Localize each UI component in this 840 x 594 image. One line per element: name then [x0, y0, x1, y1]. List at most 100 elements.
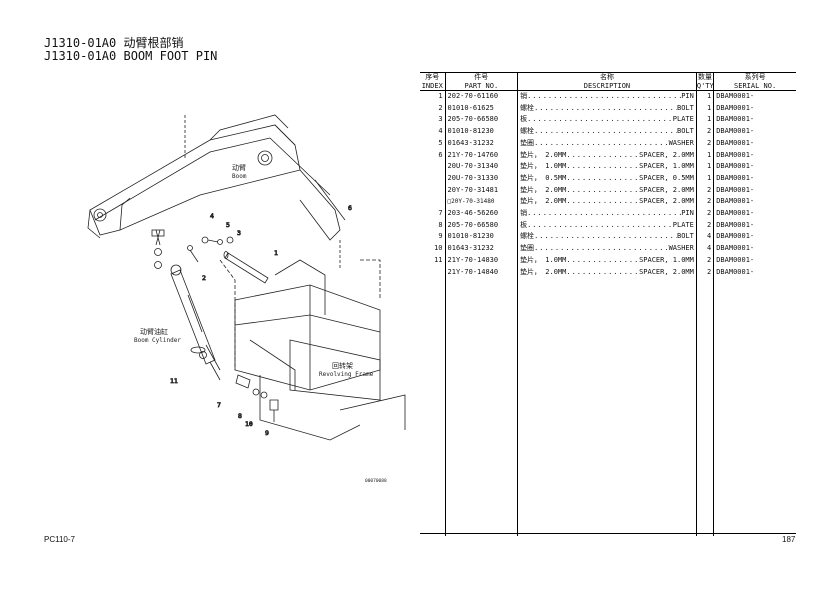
label-frame-en: Revolving Frame [319, 371, 374, 378]
row-description-en: SPACER, 2.0MM [639, 197, 694, 206]
callout-4: 4 [210, 212, 214, 220]
label-cylinder-cn: 动臂油缸 [140, 327, 168, 336]
row-description: 销 ......................................… [517, 208, 697, 220]
row-qty: 2 [696, 126, 715, 138]
row-serial: DBAM0001- [716, 244, 755, 253]
row-qty: 2 [696, 208, 715, 220]
row-description: 螺栓 .....................................… [517, 102, 697, 115]
row-index [420, 266, 446, 279]
bolt-group-upper [151, 229, 234, 269]
row-description: 销 ......................................… [517, 90, 697, 103]
row-description-cn: 螺栓 [520, 103, 535, 112]
row-description-en: SPACER, 1.0MM [639, 162, 694, 171]
row-index: 11 [420, 254, 446, 267]
footer-page-number: 187 [782, 535, 796, 544]
row-index: 6 [420, 149, 446, 162]
row-description-en: SPACER, 2.0MM [639, 150, 694, 159]
row-description-cn: 垫片， 1.0MM [520, 162, 567, 171]
pin-1-drawing [223, 251, 269, 284]
row-serial: DBAM0001- [716, 127, 755, 136]
callout-3: 3 [237, 229, 241, 237]
row-description: 垫片， 0.5MM ..............................… [517, 172, 697, 185]
row-description-en: SPACER, 0.5MM [639, 173, 694, 182]
row-description-en: SPACER, 1.0MM [639, 255, 694, 264]
row-description-cn: 垫片， 2.0MM [520, 197, 567, 206]
row-qty: 2 [696, 137, 715, 150]
row-description-en: PIN [681, 209, 694, 218]
row-description-en: WASHER [668, 138, 694, 147]
row-description-cn: 垫圈 [520, 138, 535, 147]
row-description-en: PIN [681, 92, 694, 100]
row-description-cn: 垫片， 2.0MM [520, 150, 567, 159]
row-part-no: 01010-81230 [445, 231, 519, 244]
label-boom-en: Boom [232, 173, 247, 180]
row-qty: 2 [696, 266, 715, 279]
row-index: 4 [420, 126, 446, 138]
revolving-frame-drawing [219, 259, 406, 441]
row-description-cn: 板 [520, 220, 528, 229]
row-qty: 1 [696, 172, 715, 185]
row-description-cn: 螺栓 [520, 127, 535, 136]
row-index: 8 [420, 219, 446, 232]
row-description-en: SPACER, 2.0MM [639, 185, 694, 194]
row-description-en: PLATE [672, 220, 694, 229]
bolt-group-lower [199, 344, 279, 422]
row-qty: 2 [696, 219, 715, 232]
row-serial: DBAM0001- [716, 103, 755, 112]
row-serial: DBAM0001- [716, 185, 755, 194]
row-part-no: 21Y-70-14840 [445, 266, 519, 279]
row-serial: DBAM0001- [716, 115, 755, 124]
boom-cylinder-drawing [170, 264, 221, 381]
label-cylinder-en: Boom Cylinder [134, 337, 181, 344]
row-part-no: 20Y-70-31481 [445, 184, 519, 197]
row-index: 7 [420, 208, 446, 220]
row-description-en: BOLT [677, 127, 694, 136]
row-serial: DBAM0001- [716, 220, 755, 229]
row-serial: DBAM0001- [716, 209, 755, 218]
row-index: 9 [420, 231, 446, 244]
row-part-no: 205-70-66580 [445, 219, 519, 232]
row-description: 垫片， 2.0MM ..............................… [517, 184, 697, 197]
row-description: 垫圈 .....................................… [517, 137, 697, 150]
title-line-en: J1310-01A0 BOOM FOOT PIN [44, 49, 218, 63]
row-part-no: 01010-61625 [445, 102, 519, 115]
row-description-en: BOLT [677, 232, 694, 241]
row-index: 1 [420, 90, 446, 103]
row-description: 板 ......................................… [517, 219, 697, 232]
page-title: J1310-01A0 动臂根部销 J1310-01A0 BOOM FOOT PI… [44, 37, 217, 63]
row-serial: DBAM0001- [716, 150, 755, 159]
row-part-no: 21Y-70-14760 [445, 149, 519, 162]
row-index: 2 [420, 102, 446, 115]
row-description-cn: 销 [520, 209, 528, 218]
callout-5: 5 [226, 221, 230, 229]
footer-model: PC110-7 [44, 535, 75, 544]
row-description-cn: 垫圈 [520, 244, 535, 253]
callouts: 1 2 3 4 5 6 7 8 9 10 11 [170, 204, 353, 438]
callout-7: 7 [217, 401, 221, 409]
row-description-cn: 板 [520, 115, 528, 124]
row-part-no: 202-70-61160 [445, 90, 519, 103]
callout-2: 2 [202, 274, 206, 282]
callout-10: 10 [245, 420, 253, 428]
label-boom-cn: 动臂 [232, 163, 246, 172]
row-qty: 1 [696, 102, 715, 115]
row-qty: 1 [696, 114, 715, 127]
row-qty: 4 [696, 231, 715, 244]
row-part-no: 203-46-56260 [445, 208, 519, 220]
row-qty: 2 [696, 184, 715, 197]
row-serial: DBAM0001- [716, 267, 755, 276]
label-frame-cn: 回转架 [332, 361, 353, 370]
